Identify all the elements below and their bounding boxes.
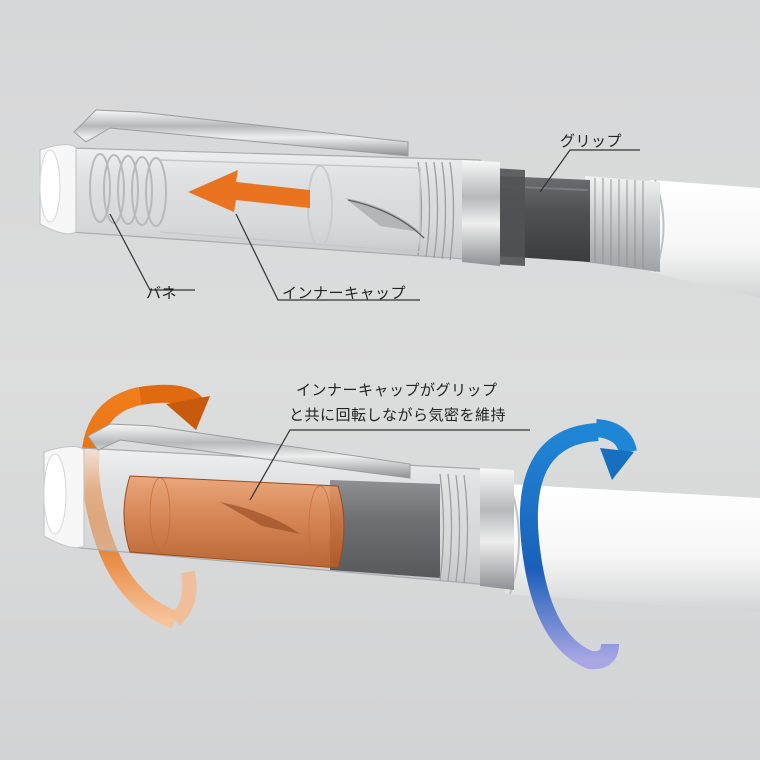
top-pen-barrel <box>650 180 760 298</box>
leader-grip <box>539 149 640 193</box>
blue-rotation-arrowhead <box>600 448 634 480</box>
bottom-pen-cap-ring <box>480 468 514 590</box>
label-rotation-line2: と共に回転しながら気密を維持 <box>289 406 507 424</box>
orange-rotation-arrowhead <box>166 396 210 430</box>
top-pen-spring-arrow <box>188 170 310 212</box>
top-pen-spring <box>89 153 167 227</box>
leader-rotation <box>249 429 530 501</box>
label-rotation-line1: インナーキャップがグリップ <box>296 381 498 399</box>
label-spring: バネ <box>146 284 178 302</box>
top-pen-cap-ring <box>462 160 500 266</box>
bottom-pen-inner-cap <box>123 475 345 569</box>
top-pen <box>39 109 760 301</box>
top-pen-threads <box>585 176 660 272</box>
leader-spring <box>109 213 195 291</box>
leader-inner-cap <box>235 213 420 301</box>
bottom-pen-clip <box>87 423 411 479</box>
bottom-pen-grip <box>330 480 440 578</box>
label-inner-cap: インナーキャップ <box>282 284 407 302</box>
bottom-pen-barrel <box>505 484 760 612</box>
top-pen-nib <box>345 198 420 232</box>
bottom-pen <box>43 384 760 670</box>
label-grip: グリップ <box>560 132 623 150</box>
blue-rotation-ring <box>519 423 619 670</box>
top-pen-clip <box>73 109 409 157</box>
